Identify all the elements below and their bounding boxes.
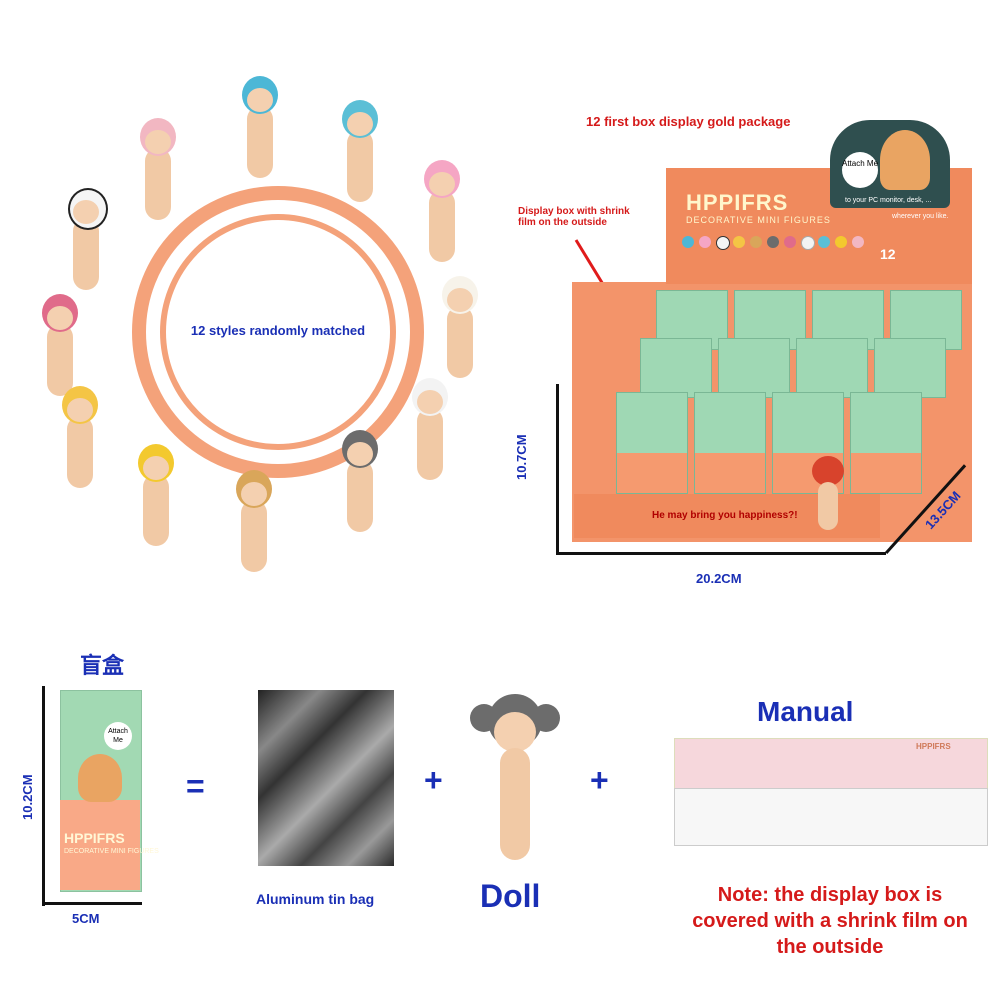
dimension-width-label: 20.2CM — [696, 571, 742, 586]
figure-duck — [126, 444, 186, 554]
blind-box-width-label: 5CM — [72, 911, 100, 926]
blind-box-width-line — [42, 902, 142, 905]
display-brand-sub: DECORATIVE MINI FIGURES — [686, 215, 831, 225]
manual-front-panel — [674, 738, 988, 790]
plus-sign: + — [590, 762, 609, 798]
figure-cat — [30, 294, 90, 404]
figure-giraffe — [50, 386, 110, 496]
deer-figure-illustration — [78, 754, 122, 802]
blind-box-brand-sub: DECORATIVE MINI FIGURES — [64, 848, 159, 855]
dimension-line-width — [556, 552, 886, 555]
equals-sign: = — [186, 768, 205, 804]
blind-box-height-label: 10.2CM — [20, 774, 35, 820]
blind-box-cube — [850, 392, 922, 494]
header-figure-row — [682, 236, 872, 276]
blind-box-brand: HPPIFRS — [64, 830, 125, 846]
figure-unicorn — [400, 378, 460, 488]
count-badge: 12 — [880, 246, 896, 262]
doll-figure — [470, 694, 560, 864]
attach-me-bubble: Attach Me — [104, 722, 132, 750]
attach-me-bubble: Attach Me — [842, 152, 878, 188]
display-brand: HPPIFRS — [686, 190, 789, 215]
aluminum-bag-image — [258, 690, 394, 866]
tag-line-2: wherever you like. — [892, 213, 949, 220]
blind-box-height-line — [42, 686, 45, 906]
doll-label: Doll — [480, 878, 541, 914]
manual-back-panel — [674, 788, 988, 846]
blind-box-cube — [796, 338, 868, 398]
figure-elephant — [230, 76, 290, 186]
tag-line-1: to your PC monitor, desk, ... — [845, 197, 932, 204]
figure-koala — [330, 430, 390, 540]
figure-lion — [224, 470, 284, 580]
dimension-line-height — [556, 384, 559, 554]
crab-figure — [808, 456, 848, 530]
blind-box-cube — [640, 338, 712, 398]
blind-box-cube — [718, 338, 790, 398]
blind-box-lower-panel — [60, 800, 140, 890]
manual-title: Manual — [757, 696, 854, 727]
blind-box-title: 盲盒 — [80, 653, 125, 678]
blind-box-cube — [694, 392, 766, 494]
aluminum-bag-label: Aluminum tin bag — [256, 891, 375, 907]
figure-sheep — [430, 276, 490, 386]
circle-center-text: 12 styles randomly matched — [190, 323, 366, 338]
dimension-height-label: 10.7CM — [514, 434, 529, 480]
blind-box-cube — [616, 392, 688, 494]
shrink-film-note: Note: the display box is covered with a … — [692, 884, 968, 958]
tray-slogan: He may bring you happiness?! — [652, 510, 798, 521]
blind-box-cube — [874, 338, 946, 398]
plus-sign: + — [424, 762, 443, 798]
circle-ring-inner — [160, 214, 396, 450]
shrink-film-label: Display box with shrink film on the outs… — [518, 206, 630, 228]
figure-rabbit — [412, 160, 472, 270]
figure-mouse — [330, 100, 390, 210]
figure-dog — [128, 118, 188, 228]
deer-figure-illustration — [880, 130, 930, 190]
manual-brand: HPPIFRS — [916, 742, 951, 751]
display-box-top-label: 12 first box display gold package — [586, 114, 791, 129]
figure-panda — [56, 188, 116, 298]
